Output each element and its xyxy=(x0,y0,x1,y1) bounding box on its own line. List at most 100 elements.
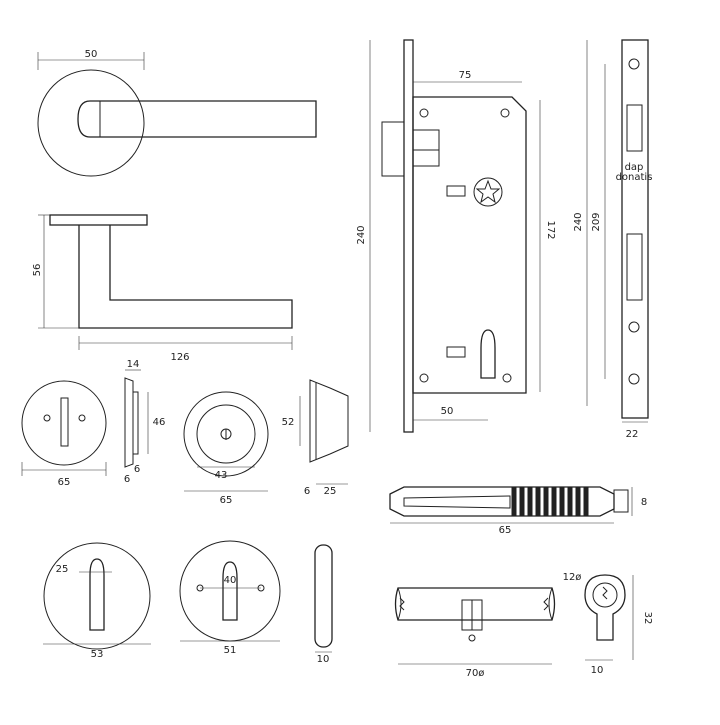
dim-backset: 75 xyxy=(459,70,472,81)
euro-rose-outline xyxy=(179,540,281,642)
euro-cutout xyxy=(222,561,238,621)
dim-lever-height: 56 xyxy=(32,264,43,277)
lever-side: 56 126 xyxy=(32,214,293,363)
faceplate-outline xyxy=(621,39,649,419)
lock-slot xyxy=(446,346,466,358)
lock-slot xyxy=(446,185,466,197)
dim-forend-length: 240 xyxy=(356,225,367,244)
fixing-hole xyxy=(468,634,476,642)
key-tip xyxy=(613,489,629,513)
euro-rose-outline xyxy=(43,542,151,650)
dim-side-depth: 14 xyxy=(127,359,140,370)
screw-icon xyxy=(502,373,512,383)
lock-case xyxy=(412,96,527,394)
rose-outline xyxy=(37,69,145,177)
key-grip-ribs xyxy=(511,486,589,517)
euro-cylinder: 70ø xyxy=(394,587,556,679)
faceplate: dap donatis 240 209 22 xyxy=(573,39,653,440)
wc-rose-outline xyxy=(21,380,107,466)
dim-screw-centres: 209 xyxy=(591,212,602,231)
pull-bar: 10 xyxy=(314,544,333,665)
euro-cutout xyxy=(89,558,105,631)
grip-rib xyxy=(567,486,573,517)
dim-side-a: 6 xyxy=(124,474,130,485)
latch-bolt xyxy=(381,121,405,177)
dead-bolt xyxy=(412,149,440,167)
grip-rib xyxy=(543,486,549,517)
dim-lever-length: 126 xyxy=(170,352,189,363)
euro-rose-large: 25 53 xyxy=(43,542,151,660)
side-rose-plate xyxy=(49,214,148,226)
side-rose-base xyxy=(132,391,139,455)
wc-rose: 65 xyxy=(21,380,107,488)
grip-rib xyxy=(583,486,589,517)
cylinder-end: 12ø 32 10 xyxy=(563,572,653,676)
dim-pull-width: 10 xyxy=(317,654,330,665)
grip-rib xyxy=(511,486,517,517)
lever-rose-front: 50 xyxy=(37,49,317,177)
dim-key-thickness: 8 xyxy=(641,497,647,508)
dim-cylinder-width: 10 xyxy=(591,665,604,676)
dim-euro-small-diameter: 51 xyxy=(224,645,237,656)
screw-icon xyxy=(419,108,429,118)
dim-euro-width: 25 xyxy=(56,564,69,575)
grip-rib xyxy=(575,486,581,517)
dim-cyl-outer: 65 xyxy=(220,495,233,506)
grip-rib xyxy=(519,486,525,517)
dim-faceplate-length: 240 xyxy=(573,212,584,231)
keyway-icon xyxy=(399,597,405,611)
cylinder-profile xyxy=(584,574,626,641)
dim-screw-spacing: 40 xyxy=(224,575,237,586)
cyl-rose-outer xyxy=(183,391,269,477)
cylinder-face-right xyxy=(548,587,553,621)
grip-rib xyxy=(535,486,541,517)
dim-cyl-side-b: 25 xyxy=(324,486,337,497)
screw-icon xyxy=(628,58,640,70)
dim-rose-diameter: 50 xyxy=(85,49,98,60)
dim-wc-diameter: 65 xyxy=(58,477,71,488)
cylinder-plug xyxy=(592,582,618,608)
side-lever-body xyxy=(78,225,293,329)
screw-icon xyxy=(78,414,86,422)
dim-faceplate-width: 22 xyxy=(626,429,639,440)
brand-logo: dap xyxy=(625,162,644,173)
pull-bar-outline xyxy=(314,544,333,648)
dim-side-height: 46 xyxy=(153,417,166,428)
star-icon xyxy=(475,179,501,204)
wc-rose-side: 14 46 6 6 xyxy=(124,359,166,485)
euro-cutout xyxy=(480,329,496,379)
screw-icon xyxy=(500,108,510,118)
keyway-icon xyxy=(543,597,549,611)
latch-opening xyxy=(626,104,643,152)
cylinder-body xyxy=(394,587,556,621)
screw-icon xyxy=(628,373,640,385)
dim-cylinder-length: 70ø xyxy=(466,668,485,679)
bolt-opening xyxy=(626,233,643,301)
cyl-rose-inner xyxy=(196,404,256,464)
key-handle: 8 65 xyxy=(389,486,647,536)
dim-side-b: 6 xyxy=(134,464,140,475)
cylinder-rose-side: 52 6 25 xyxy=(282,379,349,497)
star-cam-icon xyxy=(473,177,503,207)
dim-key-length: 65 xyxy=(499,525,512,536)
dim-cyl-side-height: 52 xyxy=(282,417,295,428)
screw-icon xyxy=(628,321,640,333)
dim-plug-diameter: 12ø xyxy=(563,572,582,583)
dim-centre: 50 xyxy=(441,406,454,417)
dim-cylinder-height: 32 xyxy=(642,612,653,625)
cyl-side-profile xyxy=(309,379,349,463)
side-rose-profile xyxy=(124,377,134,468)
screw-icon xyxy=(419,373,429,383)
cylinder-face-left xyxy=(397,587,402,621)
dim-cyl-inner: 43 xyxy=(215,470,228,481)
dim-case-height: 172 xyxy=(545,220,556,239)
dim-euro-large-diameter: 53 xyxy=(91,649,104,660)
euro-rose-small: 40 51 xyxy=(179,540,281,656)
lever-grip xyxy=(77,100,317,138)
keyway-icon xyxy=(602,586,608,600)
dim-cyl-side-a: 6 xyxy=(304,486,310,497)
brand-tagline: donatis xyxy=(616,172,653,183)
mortise-lock: 75 240 172 50 xyxy=(356,39,556,433)
